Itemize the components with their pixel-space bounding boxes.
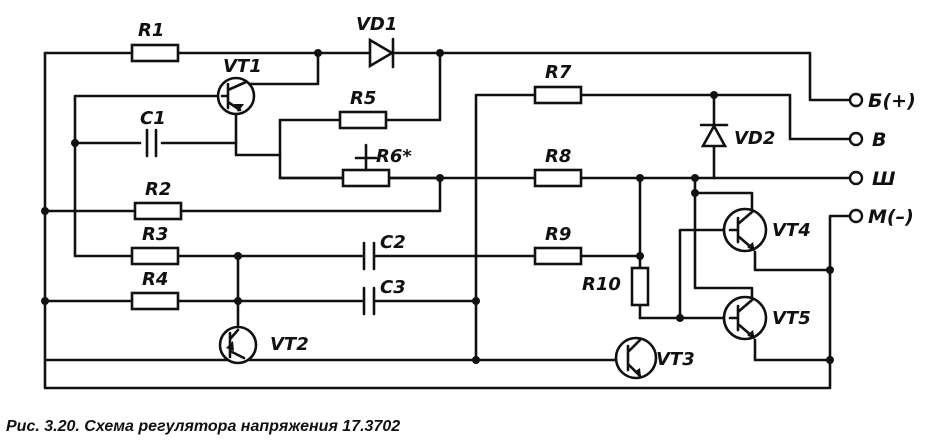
wires	[43, 51, 852, 390]
circuit-schematic: R1 VD1 VT1 R5 R6* C1 R2 R3 R4 C2 C3 VT2 …	[41, 14, 916, 390]
component-labels: R1 VD1 VT1 R5 R6* C1 R2 R3 R4 C2 C3 VT2 …	[138, 14, 811, 370]
label-vd2: VD2	[734, 128, 775, 149]
capacitor-c1	[145, 128, 158, 158]
resistor-r4	[130, 291, 180, 311]
resistor-r3	[130, 246, 180, 266]
figure-caption: Рис. 3.20. Схема регулятора напряжения 1…	[6, 418, 401, 435]
label-vt3: VT3	[656, 349, 695, 370]
transistor-vt2	[218, 325, 258, 365]
label-r1: R1	[138, 20, 164, 41]
transistor-vt3	[614, 336, 658, 380]
resistor-r10	[630, 266, 650, 307]
resistor-r7	[533, 85, 583, 105]
label-r4: R4	[142, 269, 168, 290]
label-r7: R7	[545, 62, 572, 83]
label-vt5: VT5	[772, 308, 811, 329]
resistor-r1	[130, 43, 180, 63]
label-c3: C3	[380, 277, 406, 298]
capacitor-c3	[362, 286, 376, 316]
label-r3: R3	[142, 224, 168, 245]
label-r8: R8	[545, 146, 571, 167]
diodes	[368, 37, 729, 148]
label-vd1: VD1	[356, 14, 397, 35]
transistors	[216, 76, 768, 380]
terminal-m-minus	[848, 208, 864, 224]
resistor-r8	[533, 168, 583, 188]
terminal-labels: Б(+) В Ш М(–)	[868, 90, 916, 228]
label-vt2: VT2	[270, 334, 309, 355]
transistor-vt4	[722, 207, 768, 253]
label-vt1: VT1	[223, 56, 262, 77]
label-r6: R6*	[376, 146, 412, 167]
label-c1: C1	[140, 108, 166, 129]
capacitor-c2	[362, 241, 376, 271]
label-terminal-v: В	[872, 129, 886, 151]
terminal-sh	[848, 170, 864, 186]
label-terminal-b-plus: Б(+)	[868, 90, 916, 112]
label-r2: R2	[145, 179, 171, 200]
diode-vd1	[368, 37, 395, 69]
resistors	[130, 43, 650, 311]
diode-vd2	[699, 123, 729, 148]
resistor-r2	[133, 201, 183, 221]
resistor-r9	[533, 246, 583, 266]
transistor-vt5	[722, 295, 768, 341]
terminal-b-plus	[848, 92, 864, 108]
resistor-r5	[338, 110, 388, 130]
junctions	[41, 49, 834, 364]
terminals	[848, 92, 864, 224]
label-terminal-sh: Ш	[872, 168, 896, 190]
resistor-r6	[341, 168, 391, 188]
capacitors	[145, 128, 376, 316]
label-vt4: VT4	[772, 220, 811, 241]
label-terminal-m-minus: М(–)	[868, 206, 914, 228]
label-r9: R9	[545, 224, 571, 245]
terminal-v	[848, 131, 864, 147]
label-c2: C2	[380, 232, 406, 253]
label-r5: R5	[350, 88, 376, 109]
transistor-vt1	[216, 76, 256, 116]
label-r10: R10	[582, 274, 621, 295]
